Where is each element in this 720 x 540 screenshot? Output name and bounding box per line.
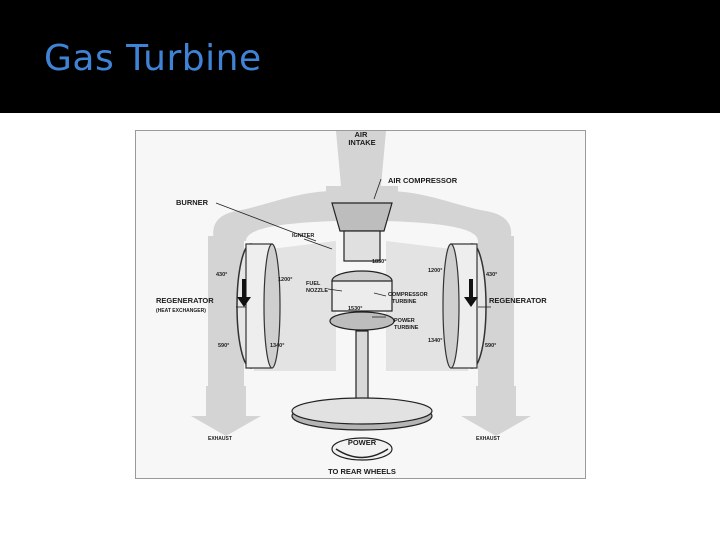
arrow-right-down	[464, 279, 478, 307]
label-to-rear-wheels: TO REAR WHEELS	[328, 467, 396, 476]
slide-title: Gas Turbine	[44, 38, 262, 79]
regenerator-left-disc	[236, 243, 281, 369]
label-air-intake: AIR INTAKE	[348, 131, 375, 147]
arrow-left-down	[237, 279, 251, 307]
leader-lines	[215, 178, 491, 318]
temp-right-low: 1340°	[428, 338, 442, 344]
label-power-turbine-line1: POWER	[394, 318, 415, 324]
temp-right-in: 430°	[486, 272, 497, 278]
label-compressor-turbine-line1: COMPRESSOR	[388, 292, 428, 298]
label-compressor-turbine: COMPRESSOR TURBINE	[388, 292, 429, 305]
temp-left-out: 590°	[218, 343, 229, 349]
label-heat-exchanger: (HEAT EXCHANGER)	[156, 308, 206, 314]
diagram-drawing: AIR INTAKE AIR COMPRESSOR BURNER IGNITER…	[156, 131, 547, 476]
temp-mid: 1530°	[348, 306, 362, 312]
label-fuel-nozzle-line2: NOZZLE	[306, 288, 328, 294]
label-igniter: IGNITER	[292, 233, 314, 239]
label-burner: BURNER	[176, 198, 209, 207]
label-fuel-nozzle-line1: FUEL	[306, 281, 321, 287]
temp-left-low: 1340°	[270, 343, 284, 349]
turbine-core	[329, 202, 395, 402]
label-exhaust-right: EXHAUST	[476, 436, 500, 442]
temp-right-hot: 1200°	[428, 268, 442, 274]
temperature-readings: 430° 1200° 590° 1340° 1850° 1530° 1200° …	[216, 259, 497, 349]
label-regenerator-right: REGENERATOR	[489, 296, 547, 305]
temp-left-hot: 1200°	[278, 277, 292, 283]
label-exhaust-left: EXHAUST	[208, 436, 232, 442]
regenerator-right-disc	[442, 243, 487, 369]
label-fuel-nozzle: FUEL NOZZLE	[306, 281, 328, 294]
label-air-intake-line2: INTAKE	[348, 138, 375, 147]
temp-right-out: 590°	[485, 343, 496, 349]
label-power-turbine-line2: TURBINE	[394, 325, 419, 331]
label-power-turbine: POWER TURBINE	[394, 318, 419, 331]
label-power: POWER	[348, 438, 377, 447]
gas-turbine-diagram: AIR INTAKE AIR COMPRESSOR BURNER IGNITER…	[135, 130, 586, 479]
label-air-compressor: AIR COMPRESSOR	[388, 176, 458, 185]
label-air-intake-line1: AIR	[354, 131, 368, 139]
label-regenerator-left: REGENERATOR	[156, 296, 214, 305]
label-compressor-turbine-line2: TURBINE	[392, 299, 417, 305]
temp-left-in: 430°	[216, 272, 227, 278]
temp-burner: 1850°	[372, 259, 386, 265]
title-bar: Gas Turbine	[0, 0, 720, 113]
power-output-gear	[291, 397, 433, 461]
